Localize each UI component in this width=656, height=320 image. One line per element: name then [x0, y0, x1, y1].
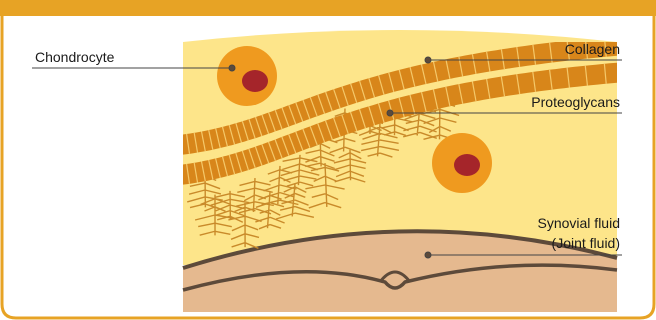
synovial-leader-dot	[425, 252, 431, 258]
label-joint-fluid: (Joint fluid)	[552, 235, 620, 251]
label-synovial-fluid: Synovial fluid	[538, 215, 621, 231]
collagen-leader-dot	[425, 57, 431, 63]
chondrocyte-cell-1	[217, 46, 277, 106]
label-chondrocyte: Chondrocyte	[35, 49, 115, 65]
frame-header-bar	[0, 0, 656, 16]
proteoglycans-leader-dot	[387, 110, 393, 116]
chondrocyte-leader-dot	[229, 65, 235, 71]
label-collagen: Collagen	[565, 41, 620, 57]
chondrocyte-cell-2	[432, 133, 492, 193]
label-proteoglycans: Proteoglycans	[531, 94, 620, 110]
